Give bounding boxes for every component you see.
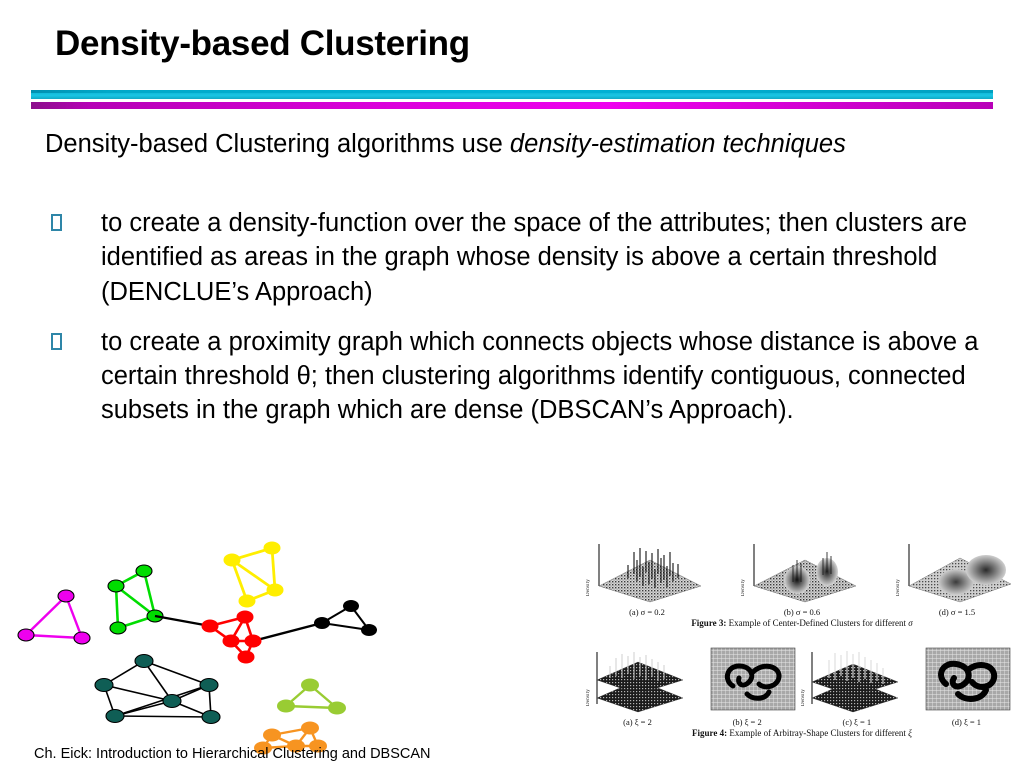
orange-cluster-nodes xyxy=(254,721,327,755)
figure-4-label-c: (c) ξ = 1 xyxy=(842,717,872,727)
proximity-graph-figure xyxy=(0,528,420,760)
figure-3-label-a: (a) σ = 0.2 xyxy=(629,607,665,617)
intro-plain-text: Density-based Clustering algorithms use xyxy=(45,130,510,158)
figure-3-label-d: (d) σ = 1.5 xyxy=(938,607,976,617)
inter-cluster-edges xyxy=(154,614,323,643)
figure-4-label-a: (a) ξ = 2 xyxy=(623,717,652,727)
figure-3-caption-bold: Figure 3: xyxy=(691,618,727,628)
teal-cluster-nodes xyxy=(94,653,221,725)
figure-3-axis-label: Density xyxy=(741,579,746,596)
figure-3-panel-b: Density xyxy=(741,536,861,606)
magenta-cluster xyxy=(25,595,84,640)
divider-gap xyxy=(31,99,993,102)
bullet-item-2: to create a proximity graph which connec… xyxy=(45,325,995,428)
intro-paragraph: Density-based Clustering algorithms use … xyxy=(45,128,945,161)
figure-3-axis-label: Density xyxy=(896,579,901,596)
olive-cluster-nodes xyxy=(277,678,346,715)
figure-4-caption-symbol: ξ xyxy=(908,728,912,738)
figure-4-panels: Density xyxy=(586,644,1016,716)
figure-3-panel-a: Density xyxy=(586,536,706,606)
slide-footer: Ch. Eick: Introduction to Hierarchical C… xyxy=(34,746,431,762)
figure-4-panel-b xyxy=(709,646,801,716)
figure-4-panel-d xyxy=(924,646,1016,716)
figure-4: Density xyxy=(586,644,1016,752)
tofu-box-icon xyxy=(45,325,101,357)
figure-4-axis-label: Density xyxy=(586,689,591,706)
figure-4-panel-a: Density xyxy=(586,646,706,716)
figure-4-caption: Figure 4: Example of Arbitray-Shape Clus… xyxy=(588,728,1016,738)
black-cluster-nodes xyxy=(314,600,377,636)
red-cluster-nodes xyxy=(201,610,262,664)
tofu-box-icon xyxy=(45,206,101,238)
divider-magenta xyxy=(31,102,993,109)
page-title: Density-based Clustering xyxy=(55,24,470,63)
yellow-cluster-nodes xyxy=(223,541,284,608)
figure-4-axis-label: Density xyxy=(801,689,807,706)
figure-3-panels: Density xyxy=(586,534,1016,606)
figure-4-panel-c: Density xyxy=(801,646,921,716)
figure-3-axis-label: Density xyxy=(586,579,591,596)
figure-3: Density xyxy=(586,534,1016,642)
density-figures-panel: Density xyxy=(586,534,1016,756)
bullet-item-2-text: to create a proximity graph which connec… xyxy=(101,327,979,425)
figure-4-caption-bold: Figure 4: xyxy=(692,728,728,738)
bullet-item-1-text: to create a density-function over the sp… xyxy=(101,209,968,306)
teal-cluster xyxy=(103,660,212,718)
figure-3-caption-symbol: σ xyxy=(908,618,913,628)
figure-3-sub-captions: (a) σ = 0.2 (b) σ = 0.6 (d) σ = 1.5 xyxy=(588,607,1016,617)
bullet-item-1: to create a density-function over the sp… xyxy=(45,206,995,309)
figure-4-caption-rest: Example of Arbitray-Shape Clusters for d… xyxy=(727,728,909,738)
divider-cyan-top xyxy=(31,90,993,93)
intro-italic-text: density-estimation techniques xyxy=(509,130,846,158)
bullet-list: to create a density-function over the sp… xyxy=(45,206,995,444)
figure-4-label-b: (b) ξ = 2 xyxy=(732,717,762,727)
figure-3-panel-d: Density xyxy=(896,536,1016,606)
figure-3-label-b: (b) σ = 0.6 xyxy=(783,607,821,617)
figure-3-caption: Figure 3: Example of Center-Defined Clus… xyxy=(588,618,1016,628)
figure-4-label-d: (d) ξ = 1 xyxy=(951,717,982,727)
divider-cyan xyxy=(31,93,993,99)
figure-4-sub-captions: (a) ξ = 2 (b) ξ = 2 (c) ξ = 1 (d) ξ = 1 xyxy=(588,717,1016,727)
figure-3-caption-rest: Example of Center-Defined Clusters for d… xyxy=(726,618,909,628)
magenta-cluster-nodes xyxy=(17,589,91,645)
